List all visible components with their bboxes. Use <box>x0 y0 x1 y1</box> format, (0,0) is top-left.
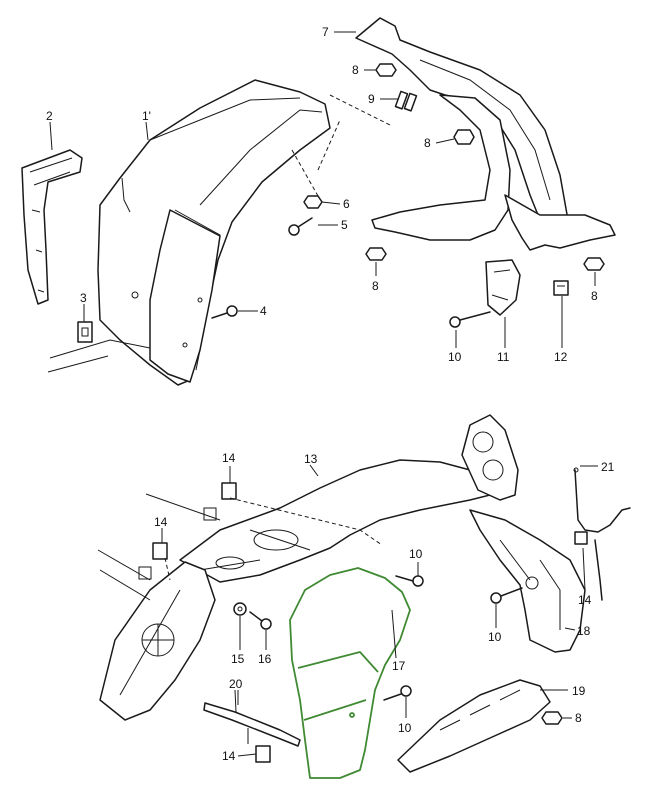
part-10-screw-upper <box>449 311 491 328</box>
callout-5: 5 <box>341 218 348 232</box>
part-8-nut-lower <box>541 711 563 725</box>
callout-14-d: 14 <box>222 749 236 763</box>
callout-4: 4 <box>260 304 267 318</box>
callout-8-top: 8 <box>352 63 359 77</box>
part-12-clip <box>553 280 569 296</box>
part-5-screw <box>288 217 313 236</box>
callout-8-left: 8 <box>372 279 379 293</box>
callout-10-upper: 10 <box>448 350 462 364</box>
part-14-clip-c <box>574 531 588 545</box>
callout-11: 11 <box>497 350 510 364</box>
part-2-seal-strip <box>21 149 83 305</box>
callout-14-c: 14 <box>578 593 592 607</box>
part-10-screw-top <box>395 575 424 587</box>
callout-12: 12 <box>554 350 568 364</box>
callout-7: 7 <box>322 25 329 39</box>
part-3-clip <box>77 321 93 343</box>
part-1-wheel-housing-liner <box>47 79 331 386</box>
callout-3: 3 <box>80 291 87 305</box>
part-15-washer <box>233 602 247 616</box>
callout-10-bottom: 10 <box>398 721 412 735</box>
part-7-rear-wheel-housing <box>355 17 616 251</box>
part-left-splash-panel <box>99 561 216 721</box>
callout-10-top: 10 <box>409 547 423 561</box>
callout-13: 13 <box>304 452 318 466</box>
part-4-screw <box>211 305 238 319</box>
callout-8-mid: 8 <box>424 136 431 150</box>
part-14-clip-d <box>255 745 271 763</box>
callout-1-prime: 1' <box>142 109 151 123</box>
part-8-nut-right <box>583 257 605 271</box>
callout-21: 21 <box>601 460 615 474</box>
part-13-twin-hole-plate <box>461 414 519 501</box>
callout-19: 19 <box>572 684 586 698</box>
part-9-clip <box>394 90 418 112</box>
callout-8-right: 8 <box>591 289 598 303</box>
callout-6: 6 <box>343 197 350 211</box>
part-8-nut-left <box>365 247 387 261</box>
callout-17: 17 <box>392 659 406 673</box>
part-14-clip-a <box>203 482 237 521</box>
part-14-clip-b <box>138 542 168 580</box>
part-8-nut-mid <box>453 129 475 145</box>
callout-18: 18 <box>577 624 591 638</box>
part-6-nut <box>303 195 323 209</box>
part-21-bracket-rod <box>573 467 631 601</box>
callout-20: 20 <box>229 677 243 691</box>
part-16-screw <box>249 611 272 630</box>
part-10-screw-bottom <box>383 685 412 701</box>
callout-14-a: 14 <box>222 451 236 465</box>
callout-9: 9 <box>368 92 375 106</box>
leader-lines <box>49 31 598 757</box>
part-11-bracket <box>485 259 521 316</box>
callout-2: 2 <box>46 109 53 123</box>
callout-15: 15 <box>231 652 245 666</box>
part-20-strap <box>203 689 301 747</box>
part-18-side-shield <box>469 509 586 653</box>
callout-14-b: 14 <box>154 515 168 529</box>
callout-16: 16 <box>258 652 272 666</box>
part-19-lower-trim <box>397 679 551 773</box>
callout-10-left: 10 <box>488 630 502 644</box>
part-17-splash-shield <box>289 567 411 779</box>
callout-8-lower: 8 <box>575 711 582 725</box>
part-8-nut-top <box>375 63 397 77</box>
callout-labels: 2 1' 3 4 5 6 7 8 9 8 8 8 10 11 12 13 14 … <box>46 25 615 763</box>
part-10-screw-left <box>490 587 523 604</box>
